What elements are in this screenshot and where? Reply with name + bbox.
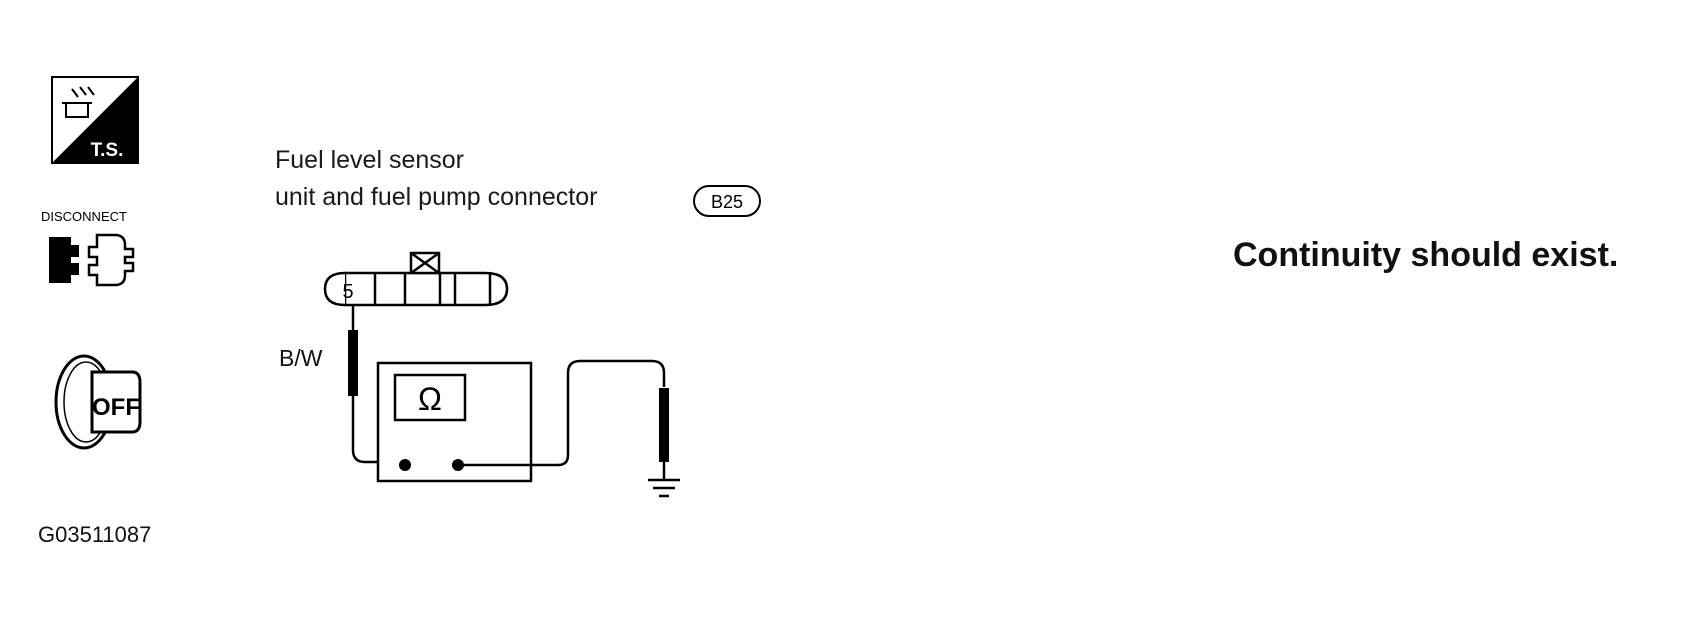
ohmmeter: Ω <box>376 361 533 483</box>
ts-label: T.S. <box>91 140 124 161</box>
tester-icon: T.S. <box>51 76 139 164</box>
probe-wire-right <box>458 359 666 480</box>
result-text: Continuity should exist. <box>1233 236 1619 274</box>
left-probe <box>348 330 358 396</box>
meter-terminal-left <box>399 459 411 471</box>
right-probe <box>659 388 669 462</box>
ignition-off-icon: OFF <box>44 350 154 460</box>
ground-icon <box>648 478 680 498</box>
connector-id-badge: B25 <box>692 184 764 223</box>
wire-color-label: B/W <box>279 345 323 371</box>
ohm-symbol-icon: Ω <box>418 381 442 417</box>
connector-caption-line2: unit and fuel pump connector <box>275 183 598 211</box>
connector <box>323 251 509 307</box>
figure-id: G03511087 <box>38 522 152 547</box>
disconnect-icon: DISCONNECT <box>37 207 157 302</box>
ignition-label: OFF <box>92 394 140 421</box>
connector-id: B25 <box>711 192 743 212</box>
disconnect-label: DISCONNECT <box>41 209 127 224</box>
connector-halves-icon <box>49 233 135 287</box>
connector-caption-line1: Fuel level sensor <box>275 146 464 174</box>
terminal-number: 5 <box>342 281 353 303</box>
ts-icon: T.S. <box>50 75 142 172</box>
